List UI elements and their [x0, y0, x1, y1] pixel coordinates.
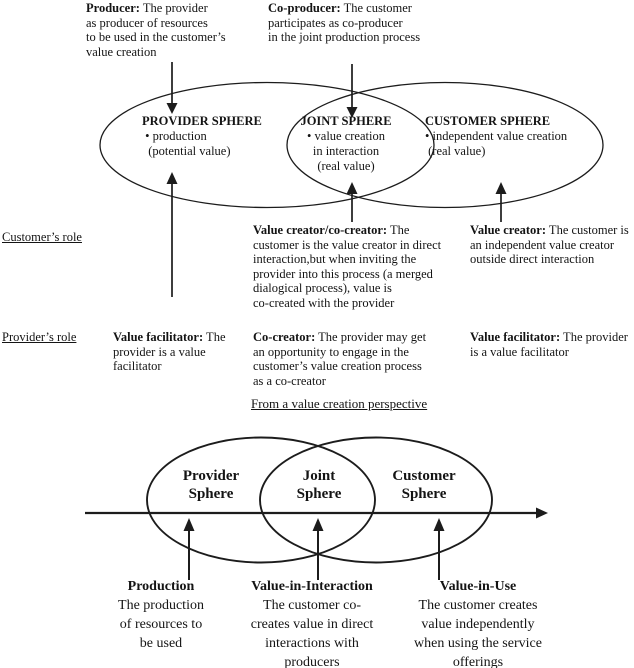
- customer-sphere-body: • independent value creation (real value…: [425, 129, 568, 158]
- value-creator-cocreator-term: Value creator/co-creator:: [253, 223, 388, 237]
- bottom-joint-sphere-label: Joint Sphere: [296, 468, 342, 502]
- value-creator-text: The customer is an independent value cre…: [470, 223, 629, 267]
- joint-sphere-title: JOINT SPHERE: [300, 114, 392, 128]
- value-creator-cocreator-arrowhead-icon: [346, 182, 358, 194]
- co-creator-text: The provider may get an opportunity to e…: [253, 330, 427, 388]
- co-producer-arrowhead-icon: [346, 107, 358, 118]
- value-in-use-arrowhead-icon: [433, 518, 445, 531]
- customers-role-heading: Customer’s role: [2, 230, 82, 244]
- value-in-use-caption-title: Value-in-Use: [439, 579, 517, 594]
- value-in-use-caption-body: The customer creates value independently…: [414, 598, 542, 668]
- value-facilitator-right-text: The provider is a value facilitator: [470, 330, 628, 359]
- value-creator-note: Value creator: The customer is an indepe…: [470, 223, 629, 267]
- producer-text: The provider as producer of resources to…: [86, 1, 226, 59]
- value-facilitator-left-term: Value facilitator:: [113, 330, 204, 344]
- production-arrowhead-icon: [183, 518, 195, 531]
- co-producer-note: Co-producer: The customer participates a…: [268, 1, 420, 45]
- co-creator-term: Co-creator:: [253, 330, 316, 344]
- value-in-interaction-arrowhead-icon: [312, 518, 324, 531]
- producer-note: Producer: The provider as producer of re…: [86, 1, 226, 59]
- value-creator-cocreator-note: Value creator/co-creator: The customer i…: [253, 223, 441, 311]
- value-in-interaction-caption-body: The customer co- creates value in direct…: [250, 598, 374, 668]
- providers-role-heading: Provider’s role: [2, 330, 77, 344]
- customer-sphere-title: CUSTOMER SPHERE: [425, 114, 551, 128]
- co-producer-term: Co-producer:: [268, 1, 341, 15]
- producer-term: Producer:: [86, 1, 140, 15]
- provider-sphere-label: PROVIDER SPHERE • production (potential …: [142, 114, 262, 159]
- timeline-arrowhead-icon: [536, 507, 548, 519]
- value-in-interaction-caption-title: Value-in-Interaction: [251, 579, 373, 594]
- top-customer-ellipse: [286, 81, 604, 209]
- customer-sphere-label: CUSTOMER SPHERE• independent value creat…: [425, 114, 567, 159]
- joint-sphere-label: JOINT SPHERE• value creation in interact…: [278, 114, 414, 174]
- value-creator-term: Value creator:: [470, 223, 547, 237]
- value-facilitator-right-term: Value facilitator:: [470, 330, 561, 344]
- value-facilitator-right-note: Value facilitator: The provider is a val…: [470, 330, 628, 359]
- value-facilitator-arrowhead-icon: [166, 172, 178, 184]
- value-creator-cocreator-text: The customer is the value creator in dir…: [253, 223, 442, 310]
- bottom-customer-ellipse: [259, 436, 493, 564]
- bottom-customer-sphere-label: Customer Sphere: [392, 468, 456, 502]
- value-facilitator-left-note: Value facilitator: The provider is a val…: [113, 330, 226, 374]
- production-caption-title: Production: [127, 579, 195, 594]
- value-facilitator-left-text: The provider is a value facilitator: [113, 330, 226, 374]
- top-provider-ellipse: [99, 81, 435, 209]
- production-caption-body: The production of resources to be used: [118, 598, 204, 651]
- bottom-provider-sphere-label: Provider Sphere: [182, 468, 240, 502]
- bottom-provider-ellipse: [146, 436, 376, 564]
- provider-sphere-body: • production (potential value): [145, 129, 231, 158]
- co-producer-text: The customer participates as co-producer…: [268, 1, 421, 45]
- joint-sphere-body: • value creation in interaction (real va…: [307, 129, 385, 173]
- co-creator-note: Co-creator: The provider may get an oppo…: [253, 330, 426, 388]
- provider-sphere-title: PROVIDER SPHERE: [142, 114, 262, 128]
- producer-arrowhead-icon: [166, 103, 178, 114]
- value-creation-perspective-heading: From a value creation perspective: [251, 396, 428, 411]
- value-creator-arrowhead-icon: [495, 182, 507, 194]
